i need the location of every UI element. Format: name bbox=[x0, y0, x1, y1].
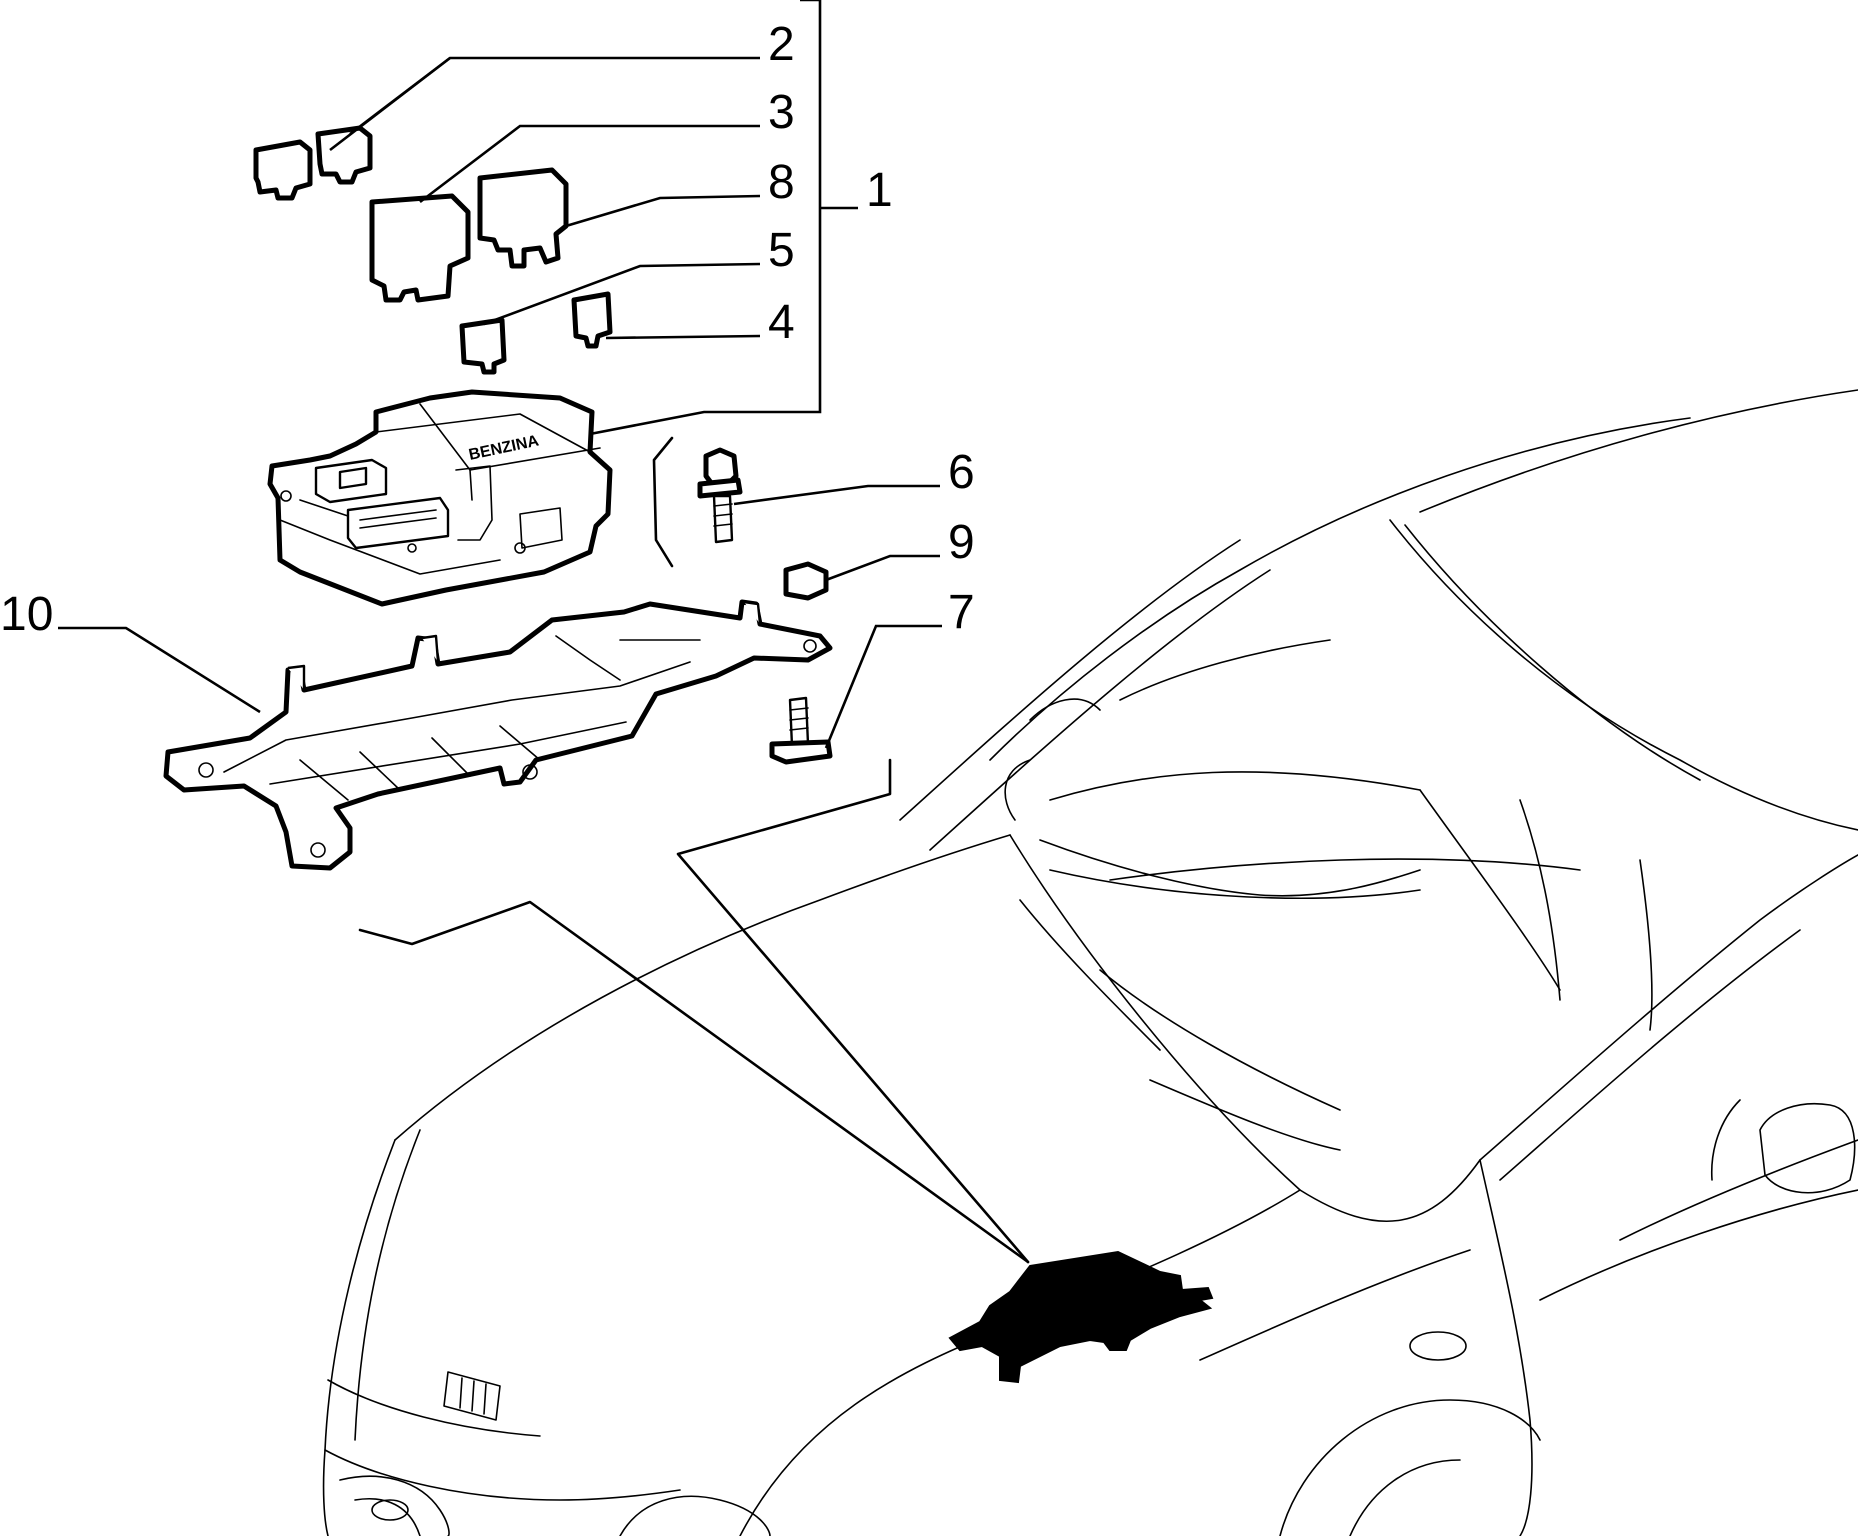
part-3-relay bbox=[369, 193, 471, 303]
callout-7: 7 bbox=[948, 586, 975, 639]
location-leaders bbox=[358, 758, 1030, 1264]
callout-8: 8 bbox=[768, 156, 795, 209]
part-10-mounting-plate bbox=[163, 599, 833, 871]
callout-3: 3 bbox=[768, 86, 795, 139]
callout-4: 4 bbox=[768, 296, 795, 349]
callout-6: 6 bbox=[948, 446, 975, 499]
callout-1: 1 bbox=[866, 164, 893, 217]
callout-labels: 1 2 3 4 5 6 7 8 9 10 bbox=[0, 18, 975, 641]
fuse-box-location-silhouette bbox=[948, 1250, 1214, 1384]
part-7-stud bbox=[769, 696, 833, 765]
callout-5: 5 bbox=[768, 224, 795, 277]
part-9-nut bbox=[783, 561, 829, 601]
part-4-fuse bbox=[571, 291, 613, 349]
callout-10: 10 bbox=[0, 588, 53, 641]
part-2-mini-relays bbox=[253, 125, 373, 201]
part-8-relay bbox=[477, 167, 569, 269]
callout-leaders bbox=[58, 0, 942, 749]
callout-2: 2 bbox=[768, 18, 795, 71]
callout-9: 9 bbox=[948, 516, 975, 569]
fuse-box: BENZINA bbox=[267, 389, 613, 607]
box-bracket-mark bbox=[652, 436, 674, 568]
part-5-fuse bbox=[459, 317, 507, 375]
part-6-bolt bbox=[697, 447, 743, 544]
car-body-outline bbox=[322, 389, 1858, 1536]
